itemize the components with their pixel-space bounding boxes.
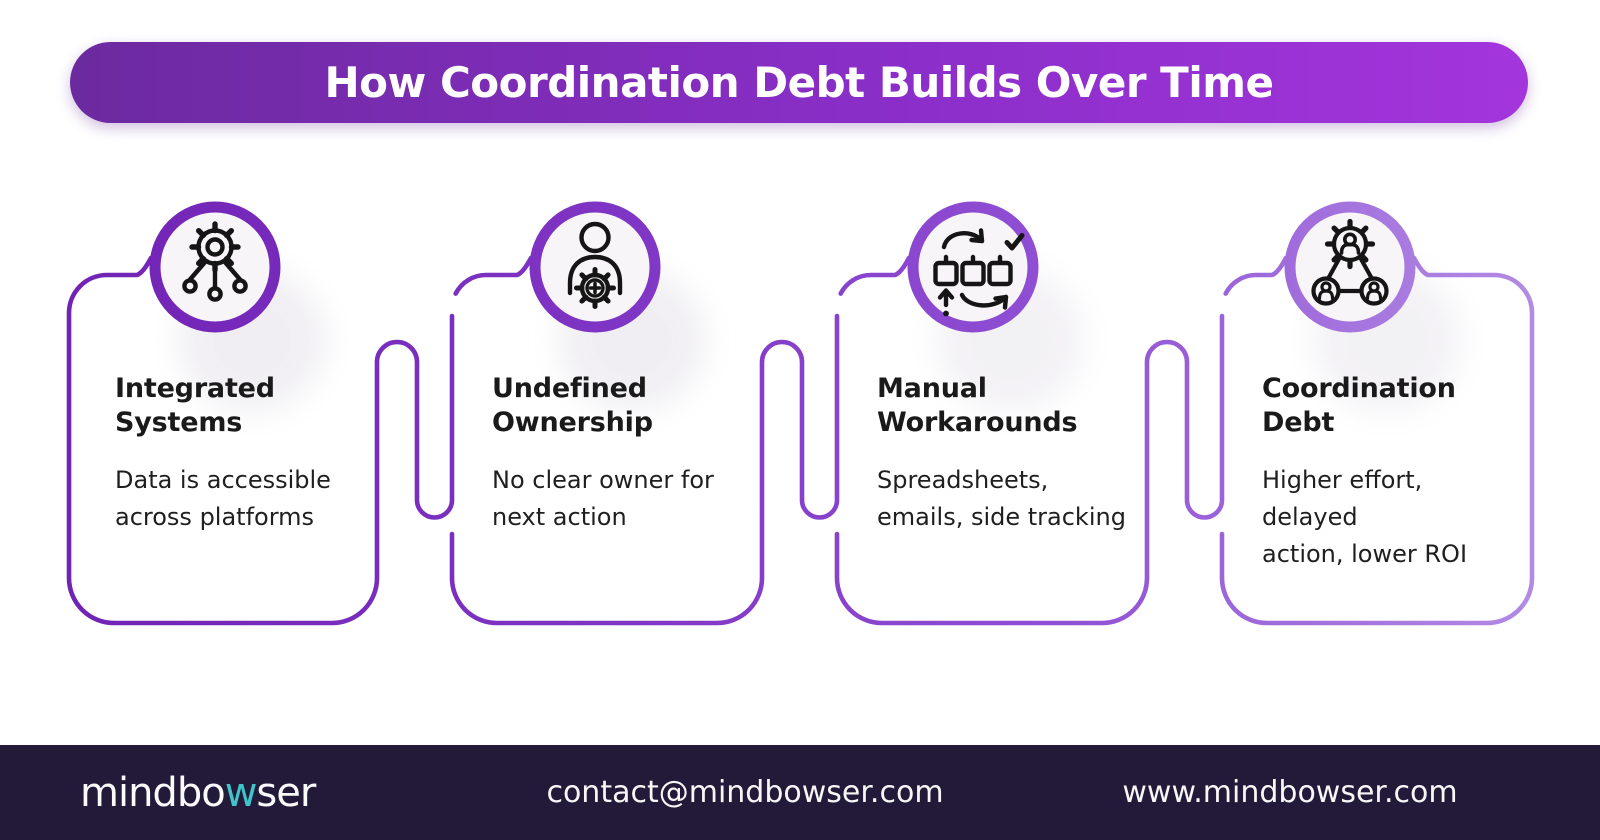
website-link[interactable]: www.mindbowser.com bbox=[1122, 775, 1458, 810]
contact-email-link[interactable]: contact@mindbowser.com bbox=[546, 775, 944, 810]
process-loop-icon bbox=[933, 228, 1025, 317]
team-gear-icon bbox=[1311, 218, 1389, 306]
card-3-outline-top bbox=[838, 255, 912, 296]
icon-circles bbox=[149, 201, 1416, 333]
gear-network-icon bbox=[182, 221, 248, 302]
card-2-title: Undefined Ownership bbox=[492, 373, 653, 438]
card-1-title: Integrated Systems bbox=[115, 373, 275, 438]
page-title: How Coordination Debt Builds Over Time bbox=[324, 58, 1274, 107]
card-4-outline bbox=[1219, 255, 1535, 626]
card-4-text: Coordination Debt Higher effort, delayed… bbox=[1262, 372, 1524, 573]
card-3-icon-circle bbox=[907, 201, 1039, 333]
card-1-text: Integrated Systems Data is accessible ac… bbox=[115, 372, 377, 536]
logo-accent-letter: w bbox=[224, 769, 258, 816]
card-3-title: Manual Workarounds bbox=[877, 373, 1078, 438]
user-gear-plus-icon bbox=[567, 221, 623, 309]
card-3-text: Manual Workarounds Spreadsheets, emails,… bbox=[877, 372, 1139, 536]
card-4-description: Higher effort, delayed action, lower ROI bbox=[1262, 466, 1468, 568]
card-1-outline bbox=[66, 255, 455, 626]
card-4-title: Coordination Debt bbox=[1262, 373, 1456, 438]
card-3-outline bbox=[834, 313, 1225, 626]
card-1-description: Data is accessible across platforms bbox=[115, 466, 331, 531]
card-2-text: Undefined Ownership No clear owner for n… bbox=[492, 372, 754, 536]
card-2-outline bbox=[449, 313, 840, 626]
header-banner: How Coordination Debt Builds Over Time bbox=[70, 42, 1528, 123]
card-2-outline-top bbox=[453, 255, 534, 296]
card-4-outline-top bbox=[1223, 255, 1289, 296]
card-2-description: No clear owner for next action bbox=[492, 466, 714, 531]
card-3-description: Spreadsheets, emails, side tracking bbox=[877, 466, 1126, 531]
